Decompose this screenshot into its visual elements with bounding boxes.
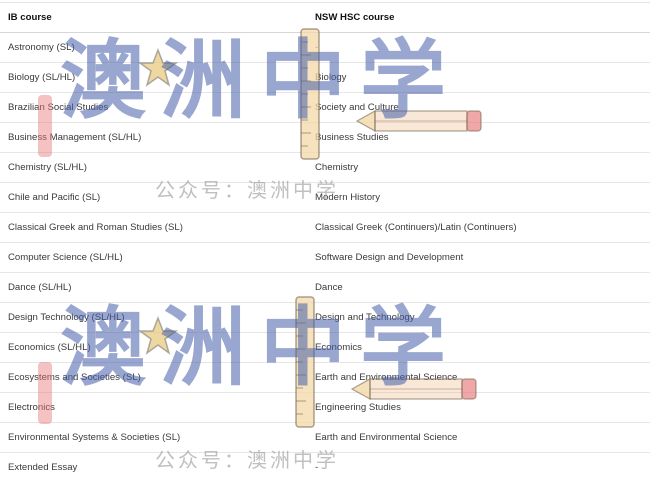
ib-course-cell: Business Management (SL/HL) [0, 122, 307, 153]
ib-course-cell: Classical Greek and Roman Studies (SL) [0, 212, 307, 243]
hsc-course-cell: - [315, 461, 319, 473]
table-row: Computer Science (SL/HL) Software Design… [0, 242, 650, 273]
ib-course-cell: Economics (SL/HL) [0, 332, 307, 363]
ib-course-cell: Biology (SL/HL) [0, 62, 307, 93]
hsc-course-cell: Economics [307, 332, 650, 363]
table-row: Electronics Engineering Studies [0, 392, 650, 423]
table-row: Economics (SL/HL) Economics [0, 332, 650, 363]
table-row: Astronomy (SL) - [0, 32, 650, 63]
table-row: Chemistry (SL/HL) Chemistry [0, 152, 650, 183]
ib-course-cell: Environmental Systems & Societies (SL) [0, 422, 307, 453]
hsc-course-cell: Software Design and Development [307, 242, 650, 273]
ib-course-cell: Design Technology (SL/HL) [0, 302, 307, 333]
hsc-course-cell: Business Studies [307, 122, 650, 153]
ib-course-cell: Computer Science (SL/HL) [0, 242, 307, 273]
hsc-course-cell: Modern History [307, 182, 650, 213]
table-row: Brazilian Social Studies Society and Cul… [0, 92, 650, 123]
hsc-course-cell: Earth and Environmental Science [307, 362, 650, 393]
ib-course-cell: Extended Essay [8, 461, 78, 473]
ib-course-cell: Chemistry (SL/HL) [0, 152, 307, 183]
ib-course-cell: Electronics [0, 392, 307, 423]
table-row: Business Management (SL/HL) Business Stu… [0, 122, 650, 153]
hsc-course-cell: Engineering Studies [307, 392, 650, 423]
table-row: Extended Essay - [0, 452, 650, 481]
table-row: Environmental Systems & Societies (SL) E… [0, 422, 650, 453]
hsc-course-cell: Dance [307, 272, 650, 303]
ib-course-cell: Dance (SL/HL) [0, 272, 307, 303]
hsc-course-cell: Society and Culture [307, 92, 650, 123]
hsc-course-cell: - [307, 32, 650, 63]
ib-course-cell: Astronomy (SL) [0, 32, 307, 63]
hsc-course-cell: Biology [307, 62, 650, 93]
course-comparison-table: IB course NSW HSC course Astronomy (SL) … [0, 3, 650, 481]
hsc-course-cell: Earth and Environmental Science [307, 422, 650, 453]
table-header-row: IB course NSW HSC course [0, 3, 650, 33]
top-divider [0, 2, 650, 3]
table-row: Dance (SL/HL) Dance [0, 272, 650, 303]
table-row: Biology (SL/HL) Biology [0, 62, 650, 93]
hsc-course-cell: Classical Greek (Continuers)/Latin (Cont… [307, 212, 650, 243]
column-header-hsc: NSW HSC course [307, 3, 650, 33]
ib-course-cell: Brazilian Social Studies [0, 92, 307, 123]
hsc-course-cell: Design and Technology [307, 302, 650, 333]
table-row: Design Technology (SL/HL) Design and Tec… [0, 302, 650, 333]
hsc-course-cell: Chemistry [307, 152, 650, 183]
table-row: Classical Greek and Roman Studies (SL) C… [0, 212, 650, 243]
table-row: Ecosystems and Societies (SL) Earth and … [0, 362, 650, 393]
ib-course-cell: Ecosystems and Societies (SL) [0, 362, 307, 393]
table-row: Chile and Pacific (SL) Modern History [0, 182, 650, 213]
column-header-ib: IB course [0, 3, 307, 33]
ib-course-cell: Chile and Pacific (SL) [0, 182, 307, 213]
